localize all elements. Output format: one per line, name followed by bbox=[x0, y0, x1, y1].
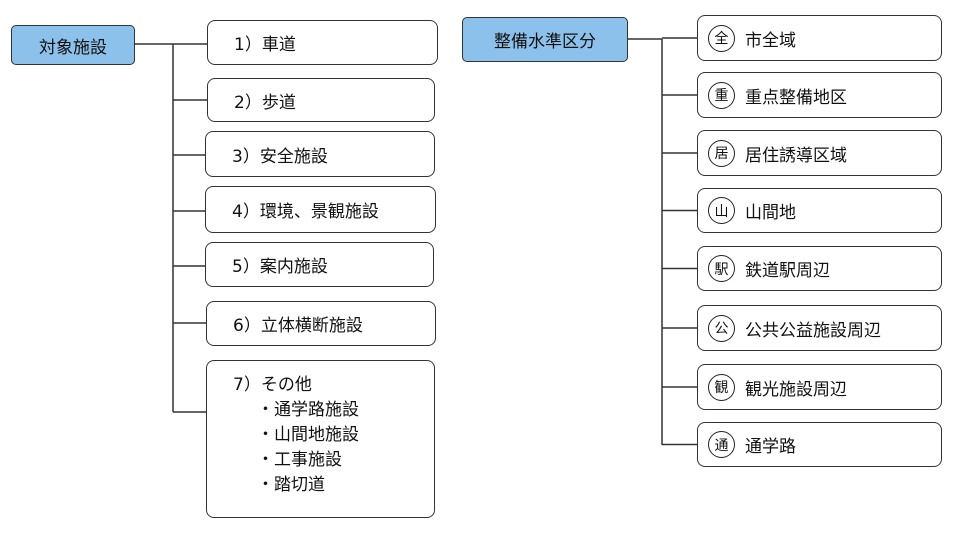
left-node-1: 1）車道 bbox=[207, 20, 438, 65]
left-root-box: 対象施設 bbox=[11, 25, 135, 65]
left-node-label: 7）その他 bbox=[233, 375, 312, 395]
right-root-box: 整備水準区分 bbox=[462, 17, 628, 62]
left-node-label: 6）立体横断施設 bbox=[233, 316, 363, 336]
left-node-4: 4）環境、景観施設 bbox=[205, 186, 436, 233]
circled-mark: 通 bbox=[708, 431, 735, 458]
right-node-label: 観光施設周辺 bbox=[745, 379, 847, 400]
left-node-label: 2）歩道 bbox=[234, 92, 296, 113]
right-node-label: 鉄道駅周辺 bbox=[745, 261, 830, 281]
left-node-5: 5）案内施設 bbox=[205, 242, 434, 287]
circled-mark: 重 bbox=[708, 81, 735, 109]
right-node-label: 公共公益施設周辺 bbox=[745, 320, 881, 341]
circled-mark: 公 bbox=[708, 314, 735, 342]
right-node-label: 居住誘導区域 bbox=[745, 145, 847, 166]
left-node-label: 5）案内施設 bbox=[232, 257, 328, 277]
right-node-5: 駅鉄道駅周辺 bbox=[697, 246, 942, 291]
right-node-label: 市全域 bbox=[745, 30, 796, 51]
right-node-8: 通通学路 bbox=[697, 422, 942, 467]
right-node-4: 山山間地 bbox=[697, 188, 942, 233]
right-node-1: 全市全域 bbox=[697, 15, 942, 61]
right-node-7: 観観光施設周辺 bbox=[697, 364, 942, 410]
circled-mark: 山 bbox=[708, 197, 735, 224]
right-node-label: 山間地 bbox=[745, 203, 796, 223]
left-root-label: 対象施設 bbox=[39, 37, 107, 58]
right-node-6: 公公共公益施設周辺 bbox=[697, 305, 942, 351]
left-node-3: 3）安全施設 bbox=[205, 131, 435, 177]
circled-mark: 観 bbox=[708, 373, 735, 401]
right-root-label: 整備水準区分 bbox=[494, 32, 596, 52]
left-node-6: 6）立体横断施設 bbox=[206, 301, 436, 346]
right-node-label: 重点整備地区 bbox=[745, 87, 847, 108]
left-node-2: 2）歩道 bbox=[207, 78, 435, 122]
right-node-2: 重重点整備地区 bbox=[697, 72, 942, 118]
left-subitem: ・通学路施設 bbox=[257, 400, 359, 420]
left-node-label: 4）環境、景観施設 bbox=[232, 202, 379, 222]
right-node-label: 通学路 bbox=[745, 437, 796, 457]
left-subitem: ・山間地施設 bbox=[257, 425, 359, 445]
circled-mark: 全 bbox=[708, 24, 735, 52]
left-subitem: ・踏切道 bbox=[257, 475, 325, 495]
left-node-7: 7）その他・通学路施設・山間地施設・工事施設・踏切道 bbox=[206, 360, 435, 518]
right-node-3: 居居住誘導区域 bbox=[697, 130, 942, 176]
left-subitem: ・工事施設 bbox=[257, 450, 342, 470]
left-node-label: 1）車道 bbox=[234, 35, 296, 55]
circled-mark: 居 bbox=[708, 139, 735, 167]
circled-mark: 駅 bbox=[708, 255, 735, 282]
left-node-label: 3）安全施設 bbox=[232, 146, 328, 167]
